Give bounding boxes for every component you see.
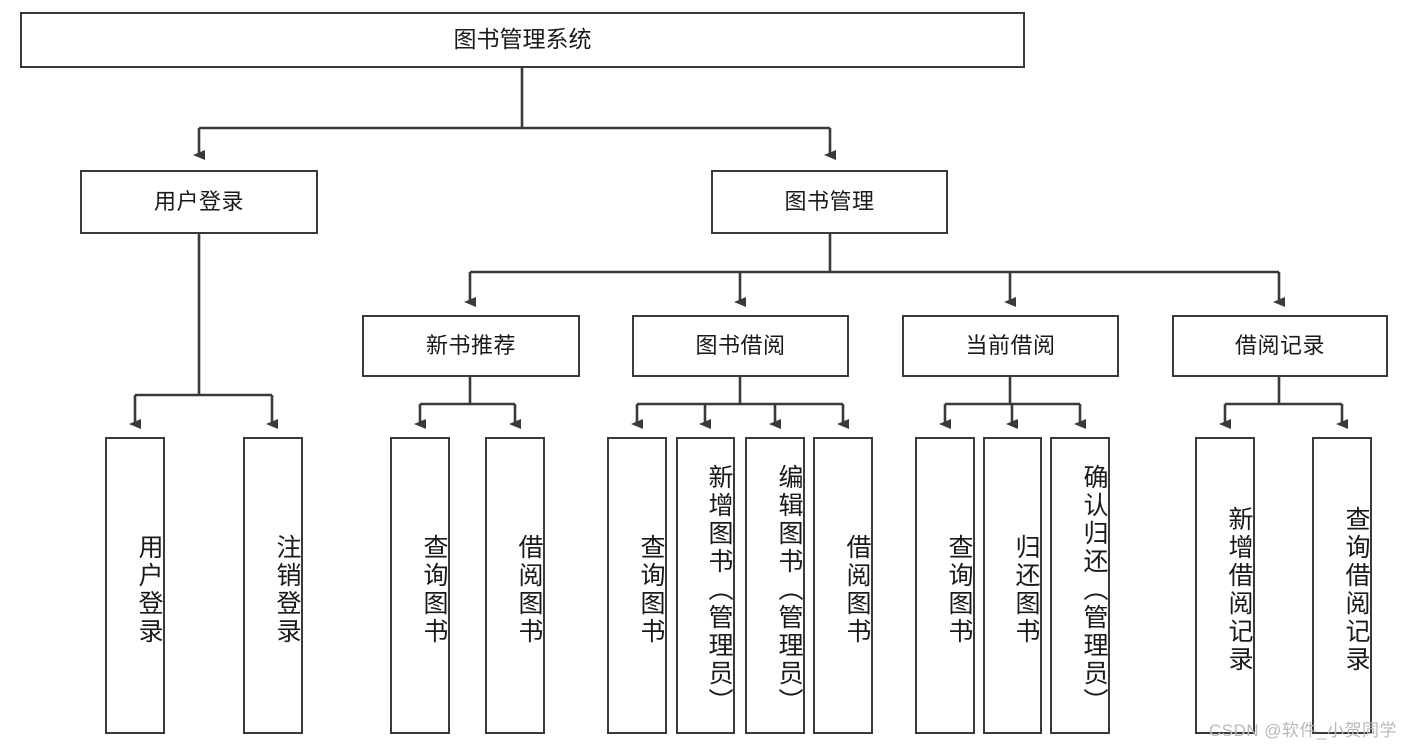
- node-label: 注销登录: [273, 533, 301, 646]
- node-label: 用户登录: [135, 533, 163, 646]
- node-leaf-confirm-return-admin[interactable]: 确认归还（管理员）: [1050, 437, 1110, 734]
- node-label: 当前借阅: [965, 333, 1056, 359]
- node-label: 新书推荐: [425, 333, 516, 359]
- node-label: 借阅记录: [1234, 333, 1325, 359]
- node-label: 编辑图书（管理员）: [775, 463, 803, 716]
- node-label: 图书管理系统: [453, 26, 592, 53]
- node-root-system[interactable]: 图书管理系统: [20, 12, 1025, 68]
- node-label: 查询借阅记录: [1342, 505, 1370, 674]
- node-label: 图书借阅: [695, 333, 786, 359]
- node-leaf-query-book-current[interactable]: 查询图书: [915, 437, 975, 734]
- node-leaf-query-book-recommend[interactable]: 查询图书: [390, 437, 450, 734]
- node-leaf-edit-book-admin[interactable]: 编辑图书（管理员）: [745, 437, 805, 734]
- watermark-csdn: CSDN @软件_小贺同学: [1208, 721, 1397, 740]
- node-label: 确认归还（管理员）: [1080, 463, 1108, 716]
- node-leaf-query-borrow-record[interactable]: 查询借阅记录: [1312, 437, 1372, 734]
- node-user-login-module[interactable]: 用户登录: [80, 170, 318, 234]
- node-current-borrow[interactable]: 当前借阅: [902, 315, 1119, 377]
- node-leaf-logout[interactable]: 注销登录: [243, 437, 303, 734]
- node-borrow-record[interactable]: 借阅记录: [1172, 315, 1388, 377]
- node-leaf-query-book-borrow[interactable]: 查询图书: [607, 437, 667, 734]
- node-label: 查询图书: [945, 533, 973, 646]
- node-leaf-borrow-book[interactable]: 借阅图书: [813, 437, 873, 734]
- node-label: 查询图书: [637, 533, 665, 646]
- node-new-book-recommend[interactable]: 新书推荐: [362, 315, 580, 377]
- node-label: 新增图书（管理员）: [705, 463, 733, 716]
- node-leaf-add-book-admin[interactable]: 新增图书（管理员）: [676, 437, 735, 734]
- node-leaf-return-book[interactable]: 归还图书: [983, 437, 1042, 734]
- node-book-borrow[interactable]: 图书借阅: [632, 315, 849, 377]
- node-label: 借阅图书: [843, 533, 871, 646]
- node-label: 用户登录: [153, 189, 244, 215]
- node-leaf-borrow-book-recommend[interactable]: 借阅图书: [485, 437, 545, 734]
- node-book-management-module[interactable]: 图书管理: [711, 170, 948, 234]
- node-label: 图书管理: [784, 189, 875, 215]
- node-leaf-user-login[interactable]: 用户登录: [105, 437, 165, 734]
- node-label: 查询图书: [420, 533, 448, 646]
- node-label: 归还图书: [1012, 533, 1040, 646]
- node-label: 借阅图书: [515, 533, 543, 646]
- node-label: 新增借阅记录: [1225, 505, 1253, 674]
- node-leaf-add-borrow-record[interactable]: 新增借阅记录: [1195, 437, 1255, 734]
